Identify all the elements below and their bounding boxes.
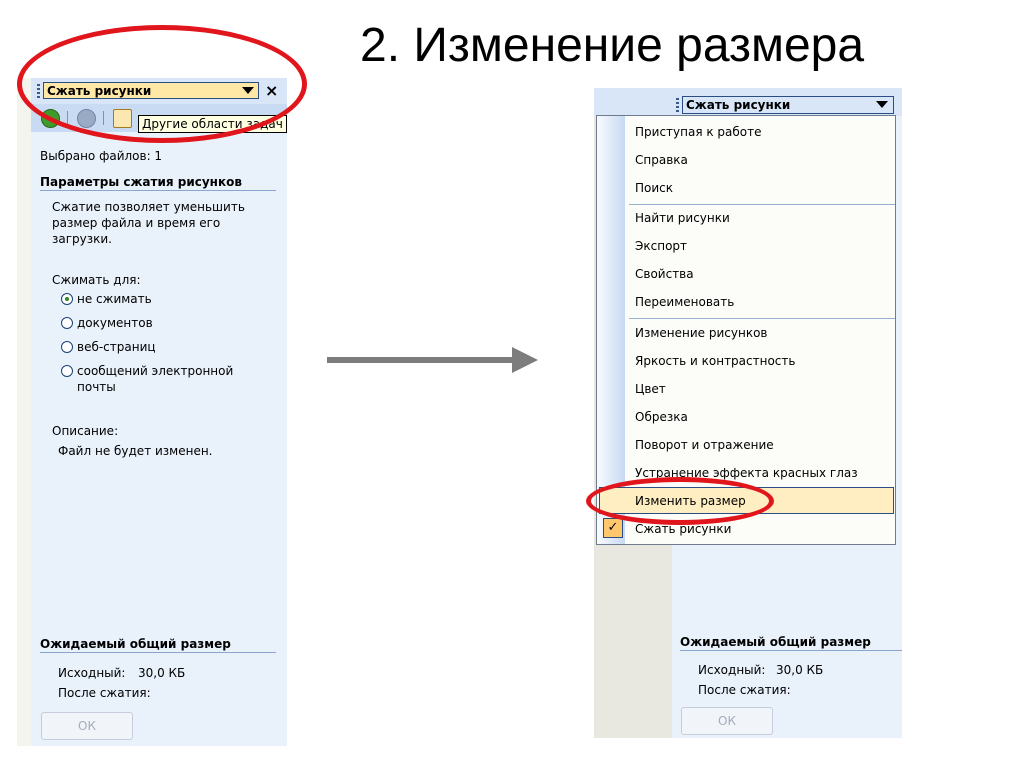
radio-label[interactable]: почты: [77, 380, 116, 394]
radio-label[interactable]: документов: [77, 316, 153, 330]
description-label: Описание:: [52, 424, 119, 438]
task-pane-left: Сжать рисунки × Другие области задач Выб…: [17, 78, 287, 746]
radio-label[interactable]: веб-страниц: [77, 340, 156, 354]
heading-divider: [680, 650, 902, 651]
chevron-down-icon[interactable]: [876, 101, 888, 108]
original-size-label: Исходный:: [698, 663, 766, 677]
menu-item[interactable]: Экспорт: [635, 239, 688, 253]
checkmark-icon: ✓: [603, 518, 623, 538]
radio-web-pages[interactable]: [61, 341, 73, 353]
pane-outer-strip: [17, 78, 31, 746]
task-pane-dropdown[interactable]: Сжать рисунки: [682, 96, 894, 114]
menu-item[interactable]: Яркость и контрастность: [635, 354, 796, 368]
menu-item[interactable]: Цвет: [635, 382, 666, 396]
files-selected-text: Выбрано файлов: 1: [40, 149, 163, 163]
transition-arrow: [327, 357, 517, 363]
highlight-ellipse: [17, 25, 307, 143]
description-line: размер файла и время его: [52, 216, 221, 230]
expected-size-heading: Ожидаемый общий размер: [40, 637, 231, 651]
task-pane-dropdown-label: Сжать рисунки: [686, 98, 791, 112]
original-size-label: Исходный:: [58, 666, 126, 680]
description-line: загрузки.: [52, 232, 112, 246]
compress-for-label: Сжимать для:: [52, 273, 141, 287]
menu-item-compress[interactable]: Сжать рисунки: [635, 522, 732, 536]
menu-separator: [629, 318, 895, 319]
menu-item[interactable]: Найти рисунки: [635, 211, 730, 225]
original-size-value: 30,0 КБ: [776, 663, 824, 677]
after-compress-label: После сжатия:: [58, 686, 151, 700]
original-size-value: 30,0 КБ: [138, 666, 186, 680]
radio-documents[interactable]: [61, 317, 73, 329]
slide-title: 2. Изменение размера: [360, 19, 865, 72]
compression-settings-heading: Параметры сжатия рисунков: [40, 175, 242, 189]
menu-item[interactable]: Поворот и отражение: [635, 438, 774, 452]
menu-item[interactable]: Переименовать: [635, 295, 735, 309]
highlight-ellipse: [586, 477, 774, 525]
menu-item[interactable]: Свойства: [635, 267, 694, 281]
expected-size-heading: Ожидаемый общий размер: [680, 635, 871, 649]
radio-label[interactable]: сообщений электронной: [77, 364, 234, 378]
menu-item[interactable]: Справка: [635, 153, 688, 167]
menu-separator: [629, 204, 895, 205]
arrow-head-icon: [512, 347, 538, 373]
radio-label[interactable]: не сжимать: [77, 292, 152, 306]
description-value: Файл не будет изменен.: [58, 444, 213, 458]
ok-button[interactable]: ОК: [681, 707, 773, 735]
radio-no-compress[interactable]: [61, 293, 73, 305]
ok-button[interactable]: ОК: [41, 712, 133, 740]
after-compress-label: После сжатия:: [698, 683, 791, 697]
menu-item[interactable]: Приступая к работе: [635, 125, 762, 139]
grip-handle-icon[interactable]: [676, 98, 679, 112]
task-pane-menu: Приступая к работе Справка Поиск Найти р…: [596, 115, 896, 545]
menu-icon-column: [597, 116, 625, 544]
radio-email[interactable]: [61, 365, 73, 377]
heading-divider: [40, 652, 276, 653]
menu-item[interactable]: Изменение рисунков: [635, 326, 768, 340]
menu-item[interactable]: Поиск: [635, 181, 674, 195]
menu-item[interactable]: Обрезка: [635, 410, 688, 424]
heading-divider: [40, 190, 276, 191]
description-line: Сжатие позволяет уменьшить: [52, 200, 245, 214]
